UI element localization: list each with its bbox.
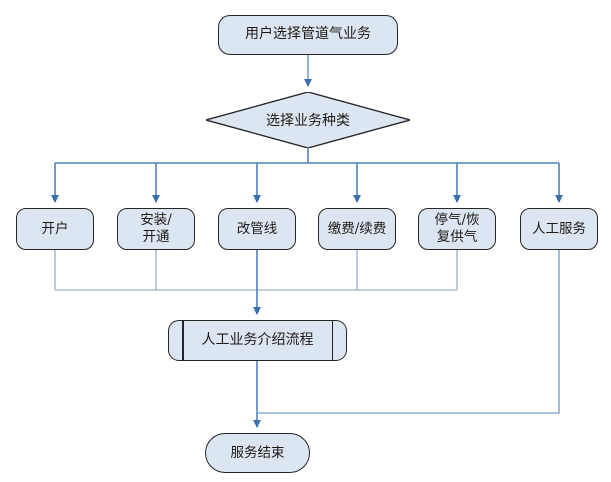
node-option-manual-service: 人工服务	[520, 208, 598, 250]
node-option-label: 安装/ 开通	[140, 212, 172, 245]
node-option-label: 人工服务	[532, 220, 586, 237]
node-start: 用户选择管道气业务	[218, 15, 398, 55]
node-option-stop-restore-gas: 停气/恢 复供气	[418, 208, 496, 250]
node-option-label: 开户	[41, 220, 69, 237]
node-end: 服务结束	[205, 433, 310, 473]
node-option-label: 改管线	[236, 220, 278, 237]
node-option-label: 缴费/续费	[327, 220, 387, 237]
node-option-label: 停气/恢 复供气	[434, 212, 480, 245]
node-option-change-pipeline: 改管线	[218, 208, 296, 250]
node-option-pay-renew: 缴费/续费	[318, 208, 396, 250]
node-end-label: 服务结束	[230, 444, 285, 461]
node-decision: 选择业务种类	[206, 92, 410, 148]
node-process-intro-label: 人工业务介绍流程	[201, 331, 314, 348]
node-option-open-account: 开户	[16, 208, 94, 250]
node-decision-label: 选择业务种类	[266, 113, 350, 129]
node-start-label: 用户选择管道气业务	[245, 26, 371, 43]
node-process-intro: 人工业务介绍流程	[168, 320, 347, 361]
diamond-shape	[206, 92, 410, 148]
node-option-install-activate: 安装/ 开通	[117, 208, 195, 250]
